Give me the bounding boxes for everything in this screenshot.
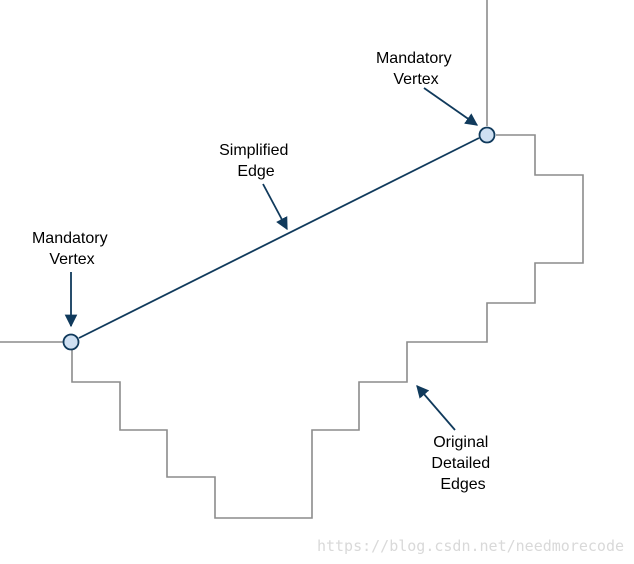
watermark-text: https://blog.csdn.net/needmorecode	[317, 537, 624, 555]
label-mandatory-vertex-left: Mandatory Vertex	[32, 230, 112, 268]
label-simplified-edge: Simplified Edge	[219, 142, 293, 180]
arrow-to-simplified-edge	[262, 183, 288, 231]
arrow-to-top-vertex	[423, 87, 479, 126]
label-line: Vertex	[393, 71, 438, 88]
label-line: Detailed	[431, 455, 490, 472]
label-original-detailed-edges: Original Detailed Edges	[431, 434, 494, 493]
mandatory-vertex-left	[62, 333, 80, 351]
label-line: Edges	[440, 476, 485, 493]
label-line: Edge	[237, 163, 274, 180]
arrow-to-original-edges	[416, 385, 456, 431]
mandatory-vertex-top	[478, 126, 496, 144]
label-line: Original	[433, 434, 488, 451]
staircase-path	[71, 134, 584, 519]
original-detailed-edges	[0, 0, 584, 519]
simplified-edge-line	[78, 137, 480, 339]
label-mandatory-vertex-top: Mandatory Vertex	[376, 50, 456, 88]
callout-arrows	[64, 87, 479, 431]
label-line: Mandatory	[32, 230, 108, 247]
label-line: Mandatory	[376, 50, 452, 67]
label-line: Vertex	[49, 251, 94, 268]
label-line: Simplified	[219, 142, 288, 159]
